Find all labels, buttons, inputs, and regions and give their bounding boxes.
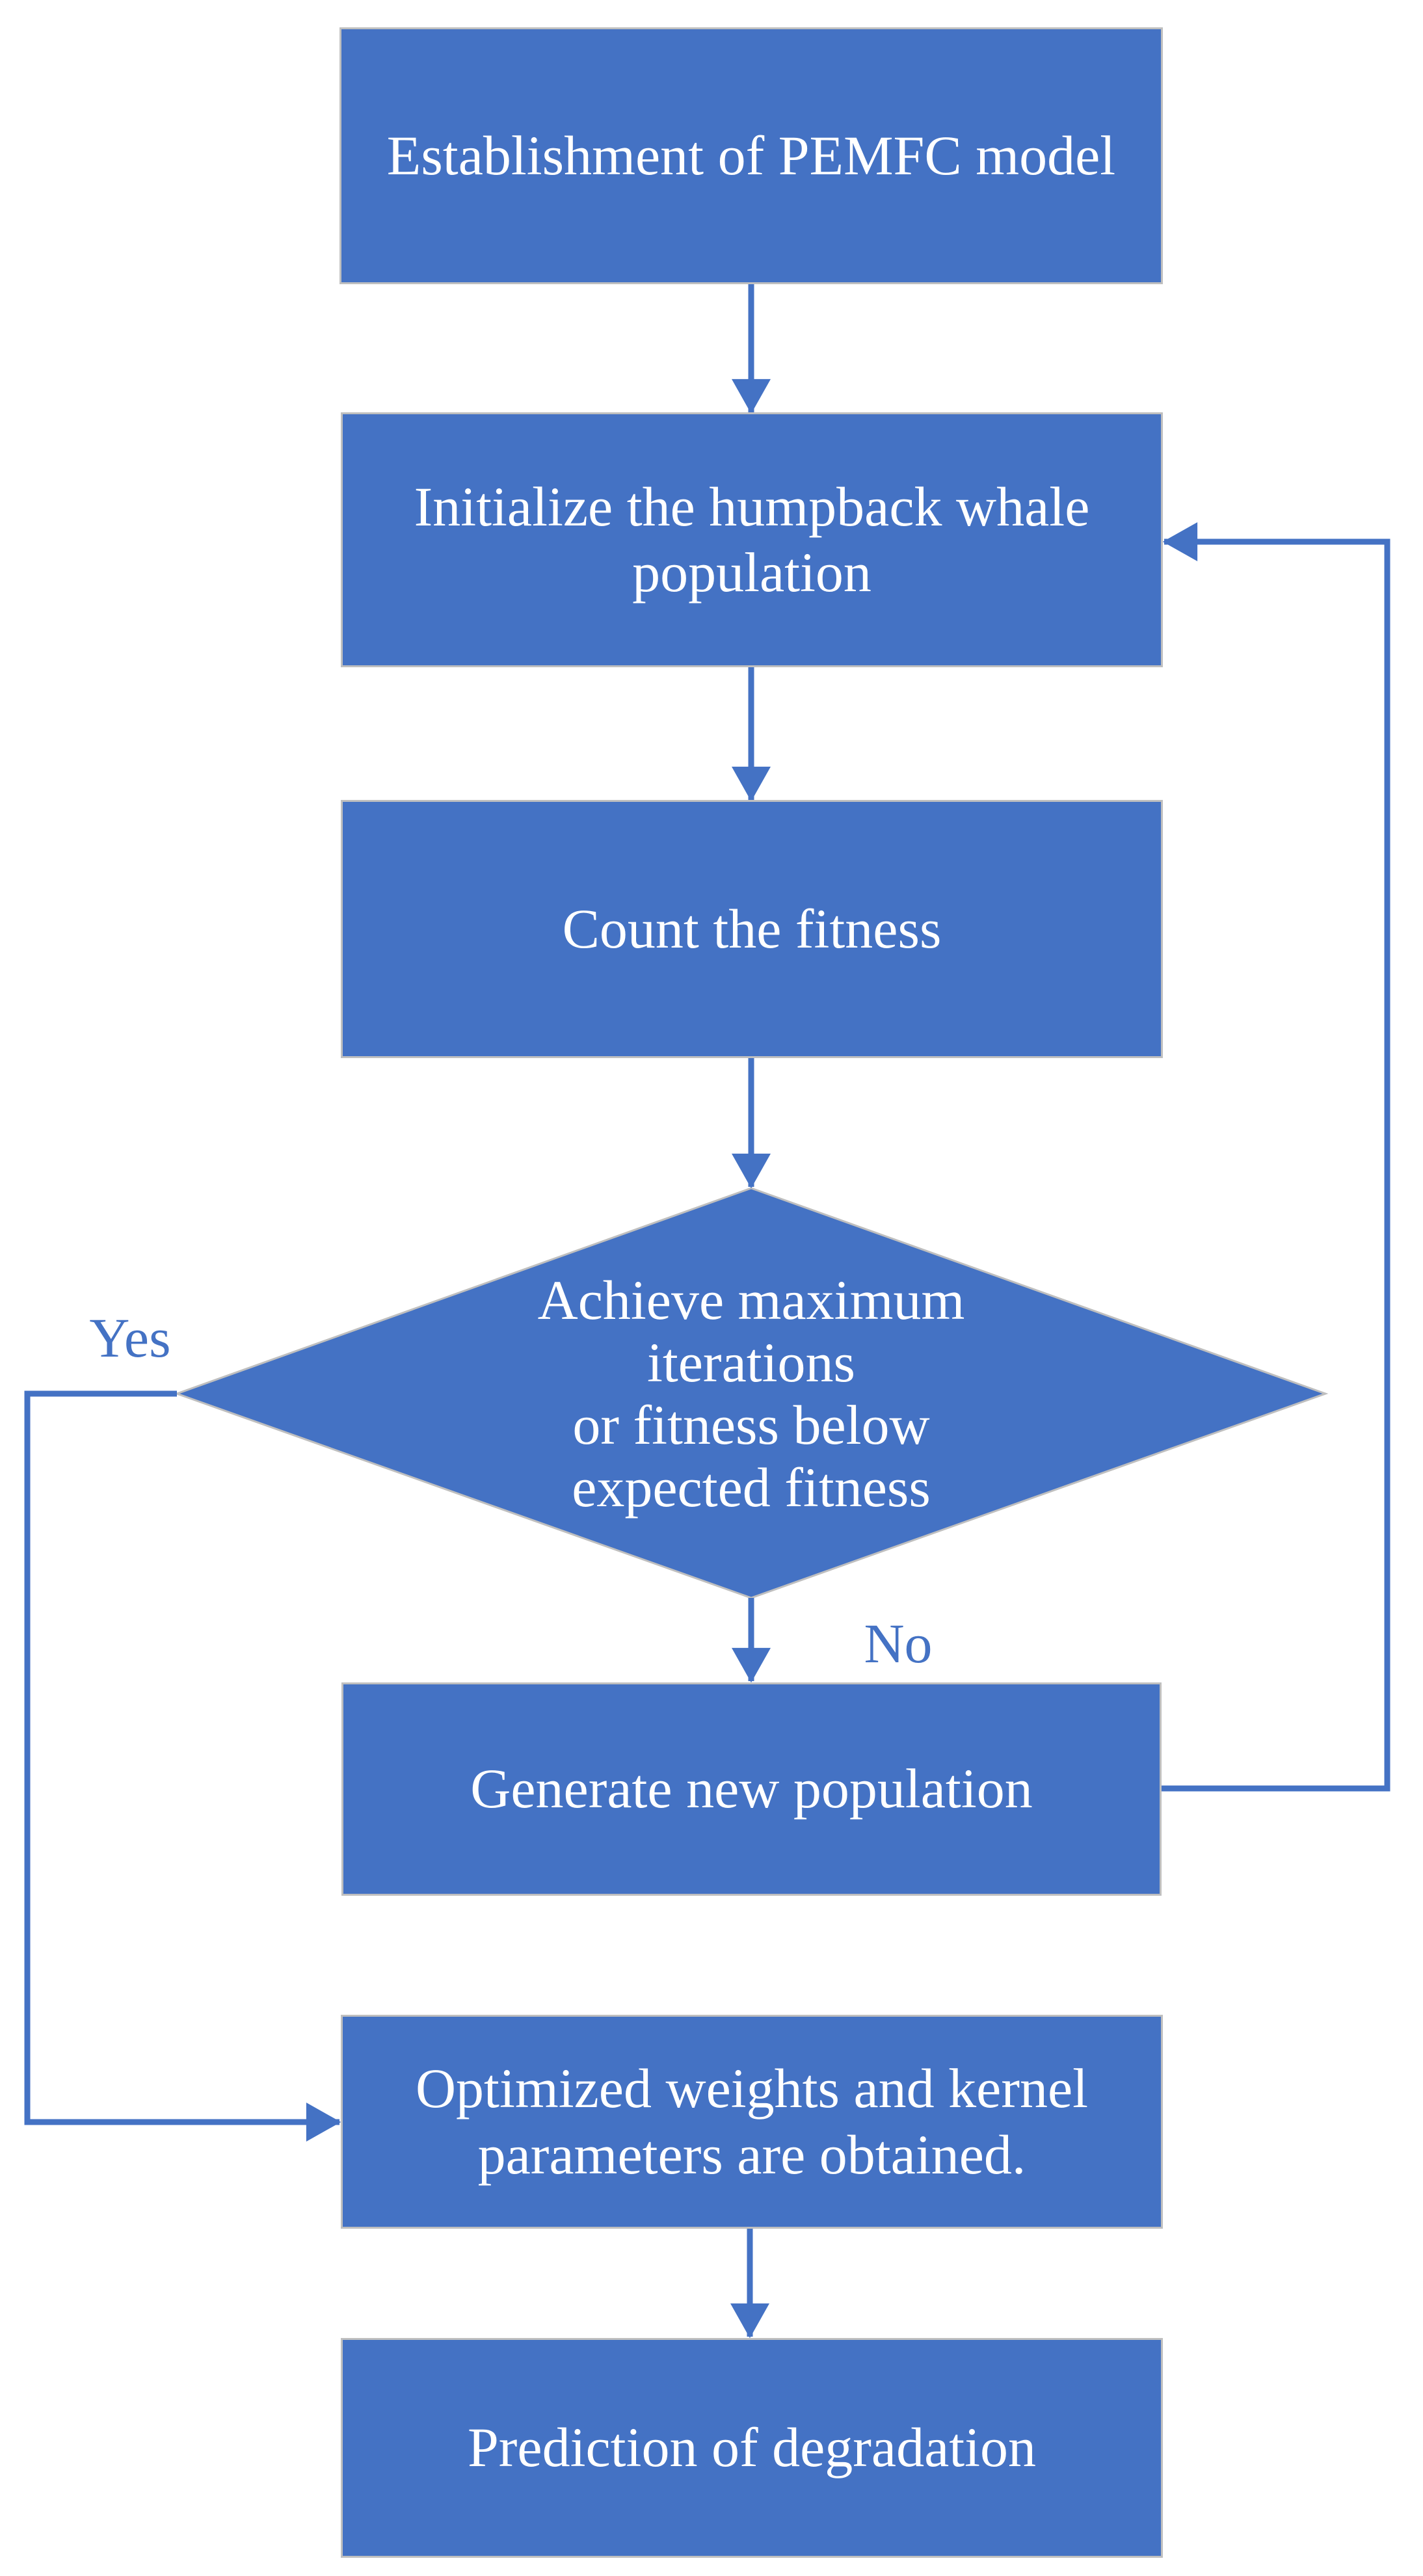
node-optimized-parameters: Optimized weights and kernel parameters … [341, 2015, 1163, 2229]
edge-label-yes: Yes [89, 1307, 171, 1369]
node-count-fitness: Count the fitness [341, 800, 1163, 1058]
node-generate-population: Generate new population [341, 1682, 1162, 1896]
node-initialize-population: Initialize the humpback whale population [341, 412, 1163, 667]
node-decision-label: Achieve maximum iterations or fitness be… [537, 1269, 965, 1519]
node-establishment: Establishment of PEMFC model [339, 27, 1163, 284]
edge-label-no: No [864, 1612, 933, 1675]
connector-generate-loop-to-initialize [1162, 522, 1390, 1792]
node-prediction: Prediction of degradation [341, 2338, 1163, 2558]
